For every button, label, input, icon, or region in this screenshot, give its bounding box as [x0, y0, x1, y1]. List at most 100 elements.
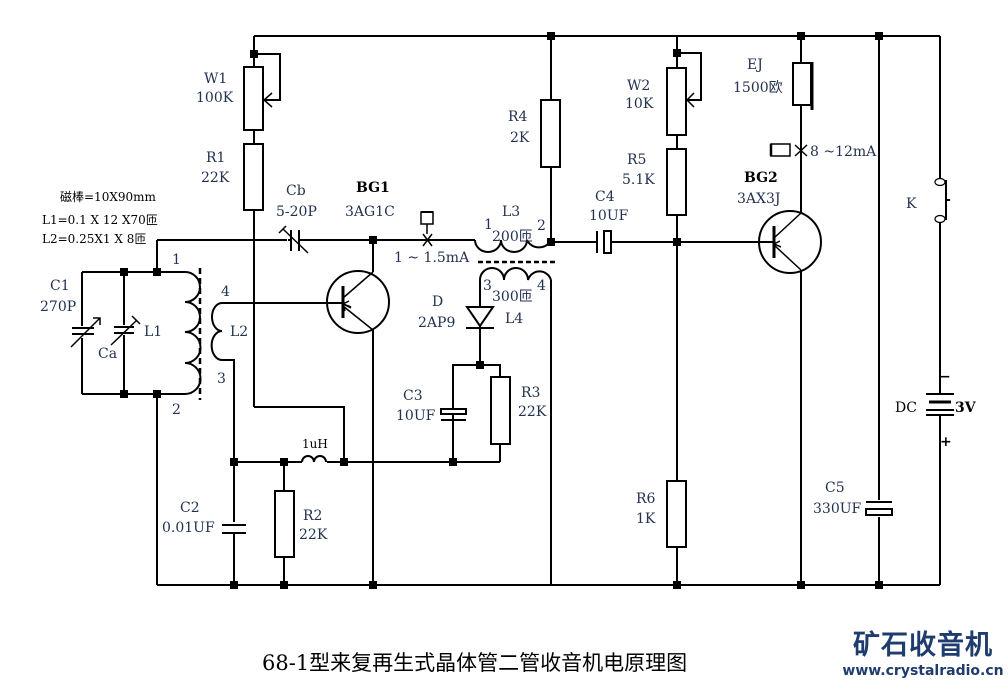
site-logo: 矿石收音机 www.crystalradio.cn — [840, 630, 1006, 680]
bg2-ref: BG2 — [744, 170, 778, 186]
l1-spec: L1=0.1 X 12 X70匝 — [42, 213, 158, 227]
inductor-1uh — [301, 455, 327, 463]
capacitor-c3 — [440, 365, 467, 462]
l3-value: 200匝 — [492, 229, 533, 245]
capacitor-c4 — [596, 230, 612, 254]
ammeter-1 — [420, 211, 434, 247]
l2-pin-3: 3 — [217, 371, 226, 387]
switch-k — [934, 177, 950, 224]
l2-spec: L2=0.25X1 X 8匝 — [42, 232, 146, 246]
choke-value: 1uH — [302, 437, 328, 451]
junction-dot — [340, 458, 348, 466]
r1-value: 22K — [201, 170, 230, 186]
labels: 磁棒=10X90mm L1=0.1 X 12 X70匝 L2=0.25X1 X … — [40, 57, 977, 543]
bg1-ref: BG1 — [356, 180, 390, 196]
r6-ref: R6 — [636, 491, 656, 507]
diode-ref: D — [432, 294, 443, 310]
diode-value: 2AP9 — [418, 315, 455, 331]
r5-value: 5.1K — [622, 172, 655, 188]
wire — [222, 359, 235, 585]
wires — [81, 35, 941, 586]
capacitor-c5 — [865, 501, 893, 516]
junction-dot — [875, 581, 883, 589]
r4-ref: R4 — [508, 109, 528, 125]
c4-ref: C4 — [595, 189, 615, 205]
junction-dot — [673, 581, 681, 589]
junction-dot — [153, 390, 161, 398]
c5-value: 330UF — [813, 501, 862, 517]
resistor-r2 — [274, 490, 295, 558]
junction-dot — [280, 581, 288, 589]
diagram-title: 68-1型来复再生式晶体管二管收音机电原理图 — [262, 651, 688, 675]
transistor-bg1 — [326, 270, 390, 334]
battery-minus: − — [939, 369, 951, 385]
resistor-r5 — [666, 148, 687, 216]
l2-pin-4: 4 — [221, 284, 230, 300]
coil-l2 — [210, 302, 223, 361]
variable-capacitor-c1 — [70, 272, 101, 348]
battery-ref: DC — [895, 400, 917, 416]
wiper-arrow-icon — [262, 92, 273, 108]
diode-d — [465, 306, 495, 341]
resistor-r4 — [540, 99, 561, 168]
l4-value: 300匝 — [492, 289, 533, 305]
junction-dot — [280, 458, 288, 466]
junction-dot — [369, 236, 377, 244]
c3-value: 10UF — [396, 408, 436, 424]
ej-ref: EJ — [747, 57, 763, 73]
l1-pin-2: 2 — [172, 402, 181, 418]
trimmer-capacitor-cb — [278, 225, 309, 254]
r1-ref: R1 — [206, 150, 225, 166]
potentiometer-w2 — [666, 67, 695, 136]
r2-value: 22K — [299, 527, 328, 543]
cb-value: 5-20P — [276, 204, 317, 220]
junction-dot — [120, 268, 128, 276]
wire — [254, 406, 345, 462]
resistor-r1 — [243, 143, 264, 211]
junction-dot — [547, 32, 555, 40]
wiper-arrow-icon — [685, 92, 695, 108]
transistor-bg2 — [758, 210, 822, 274]
capacitor-c2 — [222, 522, 246, 534]
junction-dot — [153, 268, 161, 276]
junction-dot — [476, 361, 484, 369]
c5-ref: C5 — [825, 480, 845, 496]
c2-value: 0.01UF — [162, 520, 215, 536]
cb-ref: Cb — [286, 183, 306, 199]
l3-ref: L3 — [502, 204, 520, 220]
bg1-value: 3AG1C — [345, 204, 395, 220]
earphone-ej — [792, 62, 814, 110]
wire — [677, 52, 702, 101]
c1-value: 270P — [40, 299, 76, 315]
c4-value: 10UF — [589, 208, 629, 224]
r3-ref: R3 — [521, 385, 540, 401]
meter1-value: 1 ~ 1.5mA — [394, 250, 470, 266]
resistor-r6 — [666, 480, 687, 548]
junction-dot — [875, 32, 883, 40]
w2-value: 10K — [625, 96, 654, 112]
l4-ref: L4 — [505, 311, 523, 327]
l2-ref: L2 — [230, 324, 248, 340]
c3-ref: C3 — [403, 388, 423, 404]
l1-pin-1: 1 — [172, 252, 181, 268]
w2-ref: W2 — [627, 78, 650, 94]
junction-dot — [797, 32, 805, 40]
r6-value: 1K — [636, 511, 656, 527]
c2-ref: C2 — [180, 500, 200, 516]
variable-capacitor-ca — [110, 315, 141, 346]
junction-dot — [797, 581, 805, 589]
logo-url: www.crystalradio.cn — [842, 663, 1004, 679]
bg2-value: 3AX3J — [737, 191, 781, 207]
resistor-r3 — [490, 376, 511, 445]
l1-ref: L1 — [144, 324, 162, 340]
c1-ref: C1 — [50, 278, 70, 294]
wire — [254, 53, 281, 101]
w1-ref: W1 — [204, 71, 227, 87]
junction-dot — [250, 50, 258, 58]
battery-voltage: 3V — [955, 400, 977, 416]
switch-ref: K — [906, 196, 917, 212]
r2-ref: R2 — [303, 508, 322, 524]
ammeter-2 — [769, 143, 808, 157]
meter2-value: 8 ~12mA — [810, 144, 877, 160]
